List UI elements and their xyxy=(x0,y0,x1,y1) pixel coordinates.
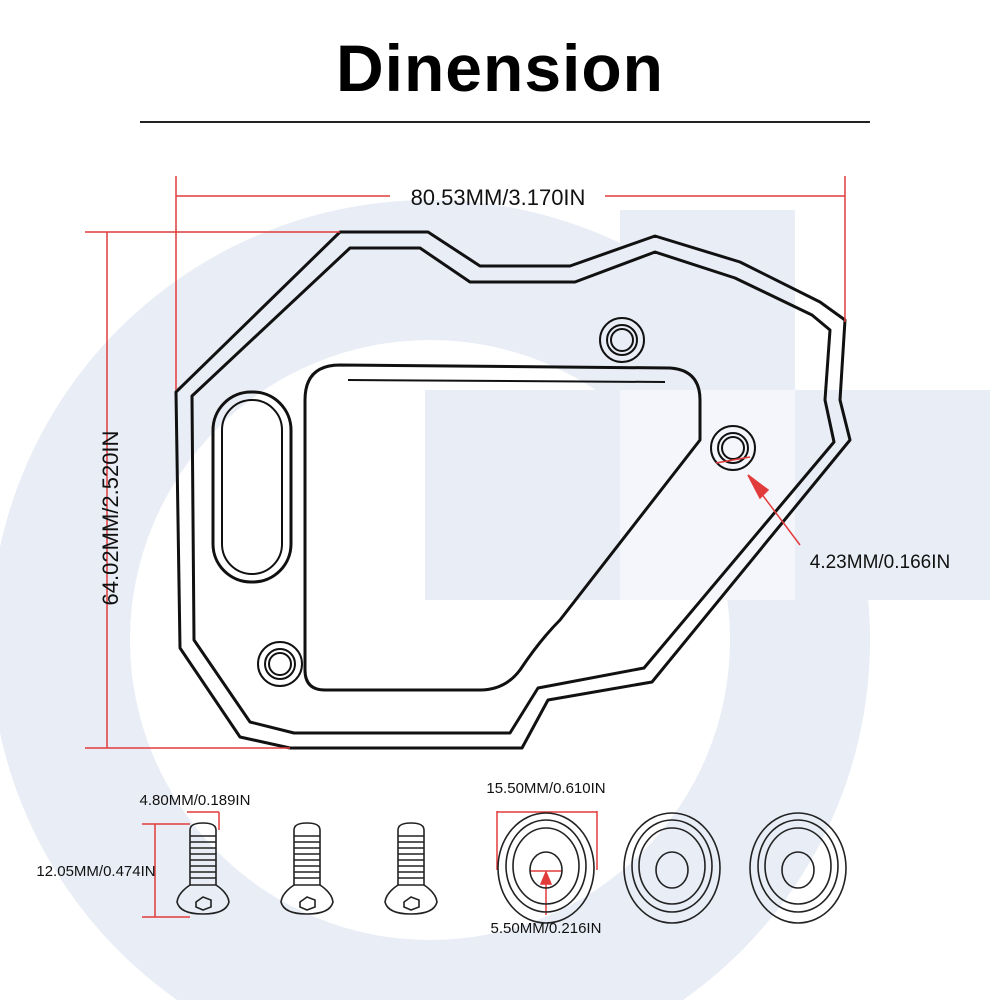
plate-inner-outline xyxy=(190,246,836,735)
dimension-lines xyxy=(85,176,846,918)
washer-outer-label: 15.50MM/0.610IN xyxy=(486,780,605,797)
page-title: Dinension xyxy=(335,31,664,105)
hole-label: 4.23MM/0.166IN xyxy=(810,552,950,573)
height-label: 64.02MM/2.520IN xyxy=(98,431,123,606)
washer-inner-label: 5.50MM/0.216IN xyxy=(491,920,602,937)
width-label: 80.53MM/3.170IN xyxy=(411,185,586,210)
screw-diameter-label: 4.80MM/0.189IN xyxy=(140,792,251,809)
washer xyxy=(749,812,847,924)
screw-length-label: 12.05MM/0.474IN xyxy=(36,863,155,880)
mounting-hole xyxy=(599,317,645,363)
side-stand-plate xyxy=(174,230,852,750)
screws xyxy=(176,822,438,915)
screw xyxy=(176,822,230,915)
washer xyxy=(497,812,595,924)
center-cutout xyxy=(303,363,702,692)
washer xyxy=(623,812,721,924)
mounting-hole xyxy=(257,641,303,687)
title-divider xyxy=(140,121,870,123)
mounting-hole xyxy=(710,425,756,471)
watermark-logo xyxy=(0,199,990,1000)
slot xyxy=(211,390,293,584)
screw xyxy=(280,822,334,915)
washers xyxy=(497,812,847,924)
screw xyxy=(384,822,438,915)
plate-outer-outline xyxy=(174,230,852,750)
